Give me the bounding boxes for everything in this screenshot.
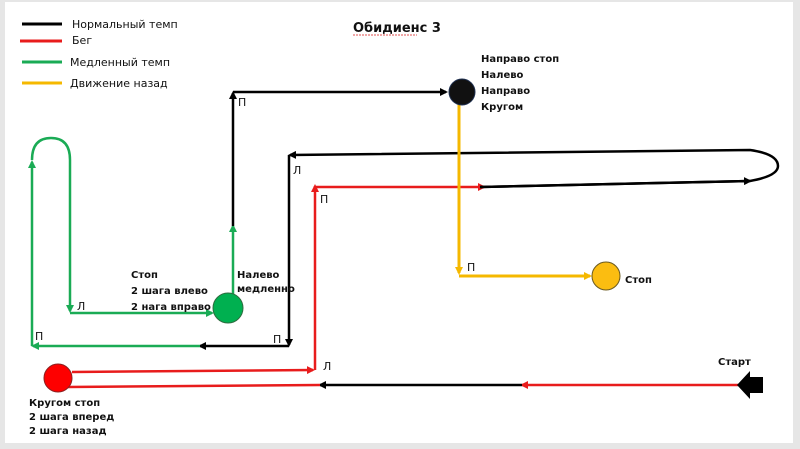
red-stop-label-2: 2 шага вперед xyxy=(29,412,114,423)
legend: Нормальный темп Бег Медленный темп Движе… xyxy=(20,18,178,90)
green-turn-label-2: медленно xyxy=(237,284,295,295)
yellow-stop-label: Стоп xyxy=(625,275,652,286)
turn-mark-left: Л xyxy=(293,164,301,177)
legend-label-slow: Медленный темп xyxy=(70,56,170,69)
diagram-page: Нормальный темп Бег Медленный темп Движе… xyxy=(5,2,793,443)
legend-label-normal: Нормальный темп xyxy=(72,18,178,31)
turn-mark-left: Л xyxy=(323,360,331,373)
start-arrow-icon xyxy=(737,371,763,399)
path-normal-loop-arrow xyxy=(479,177,752,189)
start-label: Старт xyxy=(718,357,751,368)
black-stop-label-4: Кругом xyxy=(481,102,523,113)
turn-mark-right: П xyxy=(273,333,281,346)
turn-mark-right: П xyxy=(35,330,43,343)
red-stop-label-3: 2 шага назад xyxy=(29,426,107,437)
green-stop-label-2: 2 шага влево xyxy=(131,286,208,297)
node-green-stop xyxy=(212,292,244,324)
legend-label-back: Движение назад xyxy=(70,77,168,90)
legend-label-run: Бег xyxy=(72,34,92,47)
path-slow-uturn xyxy=(30,136,74,313)
node-yellow-stop xyxy=(591,261,621,291)
green-turn-label-1: Налево xyxy=(237,270,280,281)
node-red-stop xyxy=(43,363,73,393)
red-stop-label-1: Кругом стоп xyxy=(29,398,100,409)
path-normal-loop xyxy=(288,148,780,189)
node-black-stop xyxy=(448,78,476,106)
turn-mark-right: П xyxy=(467,261,475,274)
turn-mark-right: П xyxy=(238,96,246,109)
path-run-to-red-stop xyxy=(67,383,321,389)
black-stop-label-1: Направо стоп xyxy=(481,54,559,65)
black-stop-label-3: Направо xyxy=(481,86,530,97)
diagram-title: Обидиенс 3 xyxy=(353,21,441,36)
black-stop-label-2: Налево xyxy=(481,70,524,81)
turn-mark-right: П xyxy=(320,193,328,206)
green-stop-label-1: Стоп xyxy=(131,270,158,281)
path-run-from-red-stop xyxy=(71,366,315,375)
turn-mark-left: Л xyxy=(77,300,85,313)
green-stop-label-3: 2 нага вправо xyxy=(131,302,211,313)
